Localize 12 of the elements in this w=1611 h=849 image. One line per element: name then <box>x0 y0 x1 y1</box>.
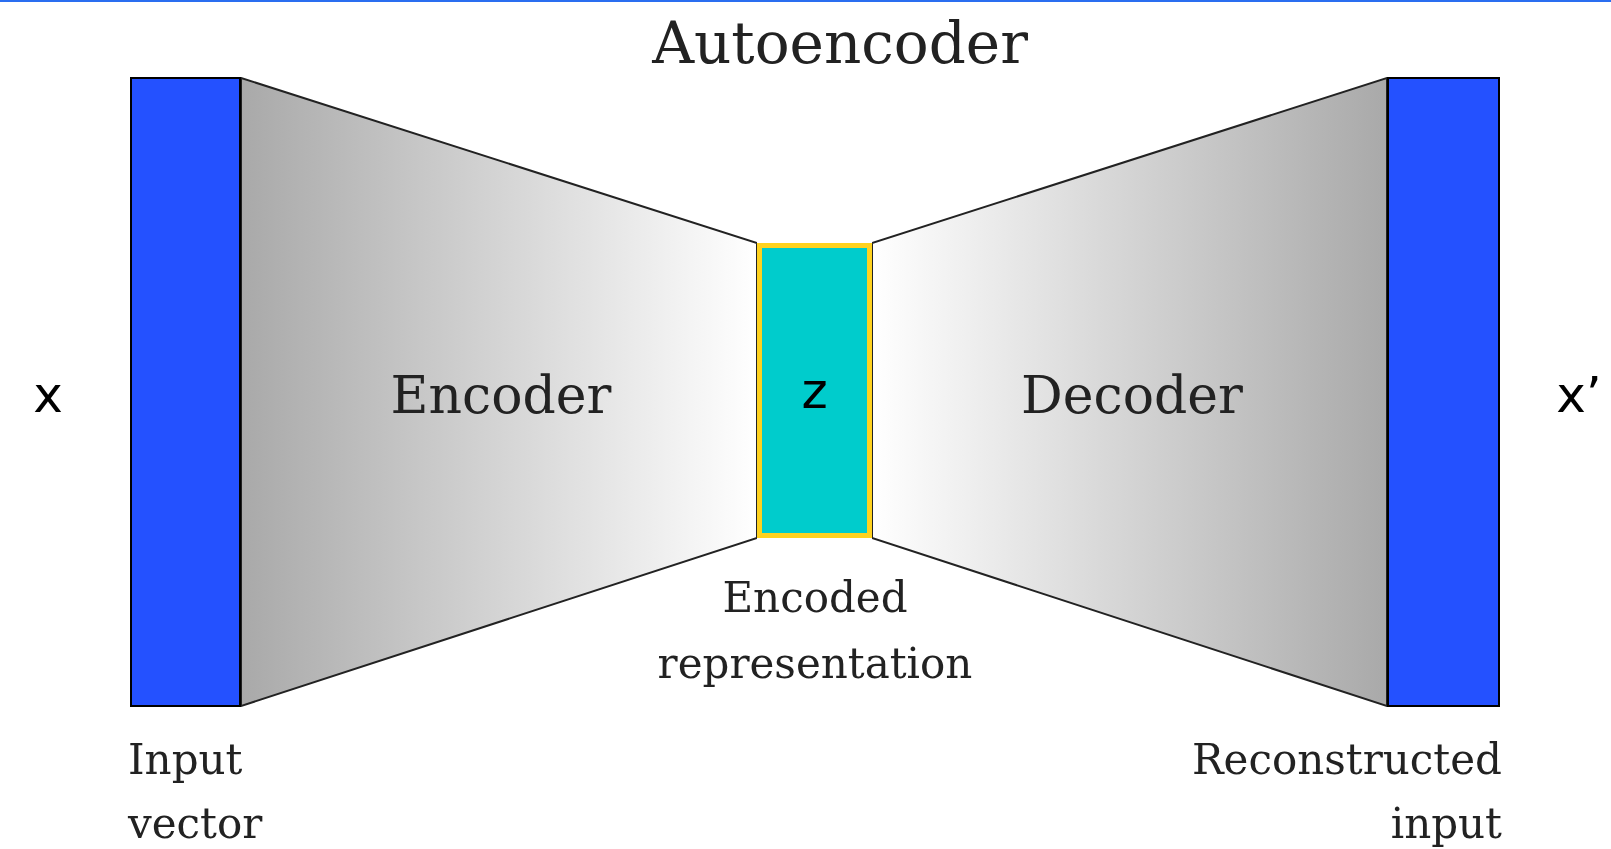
core-caption: Encoded representation <box>656 572 974 690</box>
input-bar <box>130 77 241 707</box>
latent-label: z <box>800 360 829 422</box>
network-label: Encoder <box>389 364 613 427</box>
output-bar <box>1387 77 1500 707</box>
latent-box <box>757 243 872 538</box>
bar-caption: Reconstructed input <box>1190 734 1502 849</box>
variable-label: x <box>32 365 64 425</box>
bar-caption: Input vector <box>128 734 264 849</box>
network-label: Decoder <box>1020 364 1244 427</box>
variable-label: x’ <box>1555 365 1603 425</box>
diagram-title: Autoencoder <box>651 8 1029 78</box>
